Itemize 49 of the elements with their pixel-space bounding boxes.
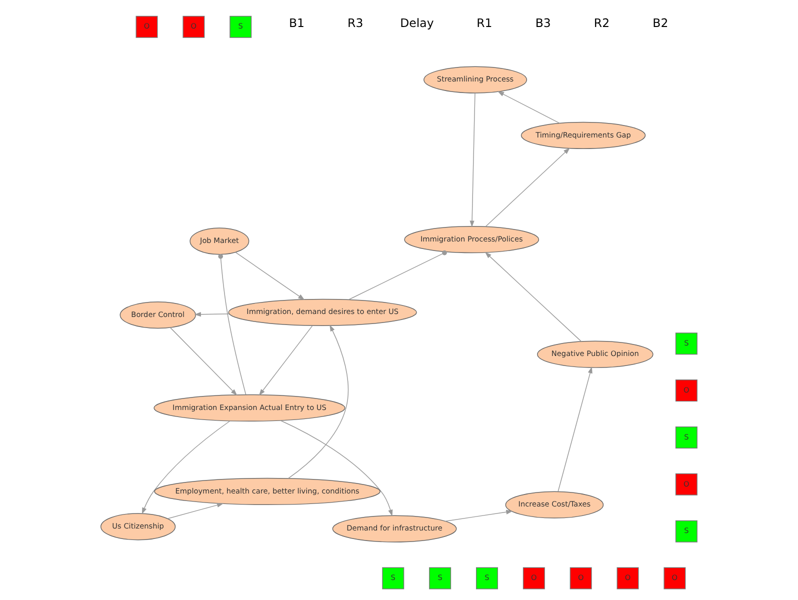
node-ellipse: Immigration, demand desires to enter US <box>228 298 417 326</box>
label: R1 <box>476 16 492 30</box>
label: Delay <box>400 16 434 30</box>
arrow <box>558 366 592 492</box>
arrow <box>288 324 349 479</box>
label: B2 <box>652 16 668 30</box>
arrow <box>470 92 476 228</box>
arrow <box>258 325 313 396</box>
node-box: O <box>522 567 545 590</box>
node-box: O <box>136 16 158 38</box>
node-ellipse: Immigration Process/Polices <box>404 226 540 254</box>
node-box: O <box>570 567 592 590</box>
node-ellipse: Timing/Requirements Gap <box>520 122 646 149</box>
arrow <box>235 252 305 300</box>
node-ellipse: Streamlining Process <box>424 66 528 94</box>
connector <box>218 254 246 395</box>
node-box: S <box>476 567 498 590</box>
label: R3 <box>348 16 364 30</box>
node-ellipse: Job Market <box>190 228 250 255</box>
arrow <box>497 91 560 124</box>
label: B3 <box>535 16 551 30</box>
arrow <box>142 420 230 514</box>
label: R2 <box>594 16 610 30</box>
node-box: O <box>675 473 698 496</box>
node-ellipse: Negative Public Opinion <box>537 340 654 368</box>
node-box: S <box>675 426 698 448</box>
node-box: O <box>675 380 698 402</box>
label: B1 <box>288 16 304 30</box>
node-ellipse: Employment, health care, better living, conditions <box>154 478 380 506</box>
arrow <box>484 252 582 342</box>
arrow <box>194 312 230 317</box>
arrow <box>170 327 238 396</box>
arrow <box>280 420 393 516</box>
node-box: S <box>675 520 698 542</box>
node-box: S <box>230 16 252 38</box>
arrow <box>485 148 570 227</box>
node-ellipse: Us Citizenship <box>100 513 176 540</box>
arrow <box>167 502 224 519</box>
node-box: S <box>429 567 452 590</box>
connector <box>348 250 447 300</box>
node-ellipse: Border Control <box>120 301 196 329</box>
node-box: O <box>616 567 639 590</box>
node-ellipse: Demand for infrastructure <box>332 515 457 542</box>
arrow <box>444 510 513 522</box>
node-box: O <box>664 567 686 590</box>
node-box: O <box>182 16 205 38</box>
node-box: S <box>382 567 404 590</box>
node-ellipse: Immigration Expansion Actual Entry to US <box>154 394 346 422</box>
node-box: S <box>675 332 698 355</box>
